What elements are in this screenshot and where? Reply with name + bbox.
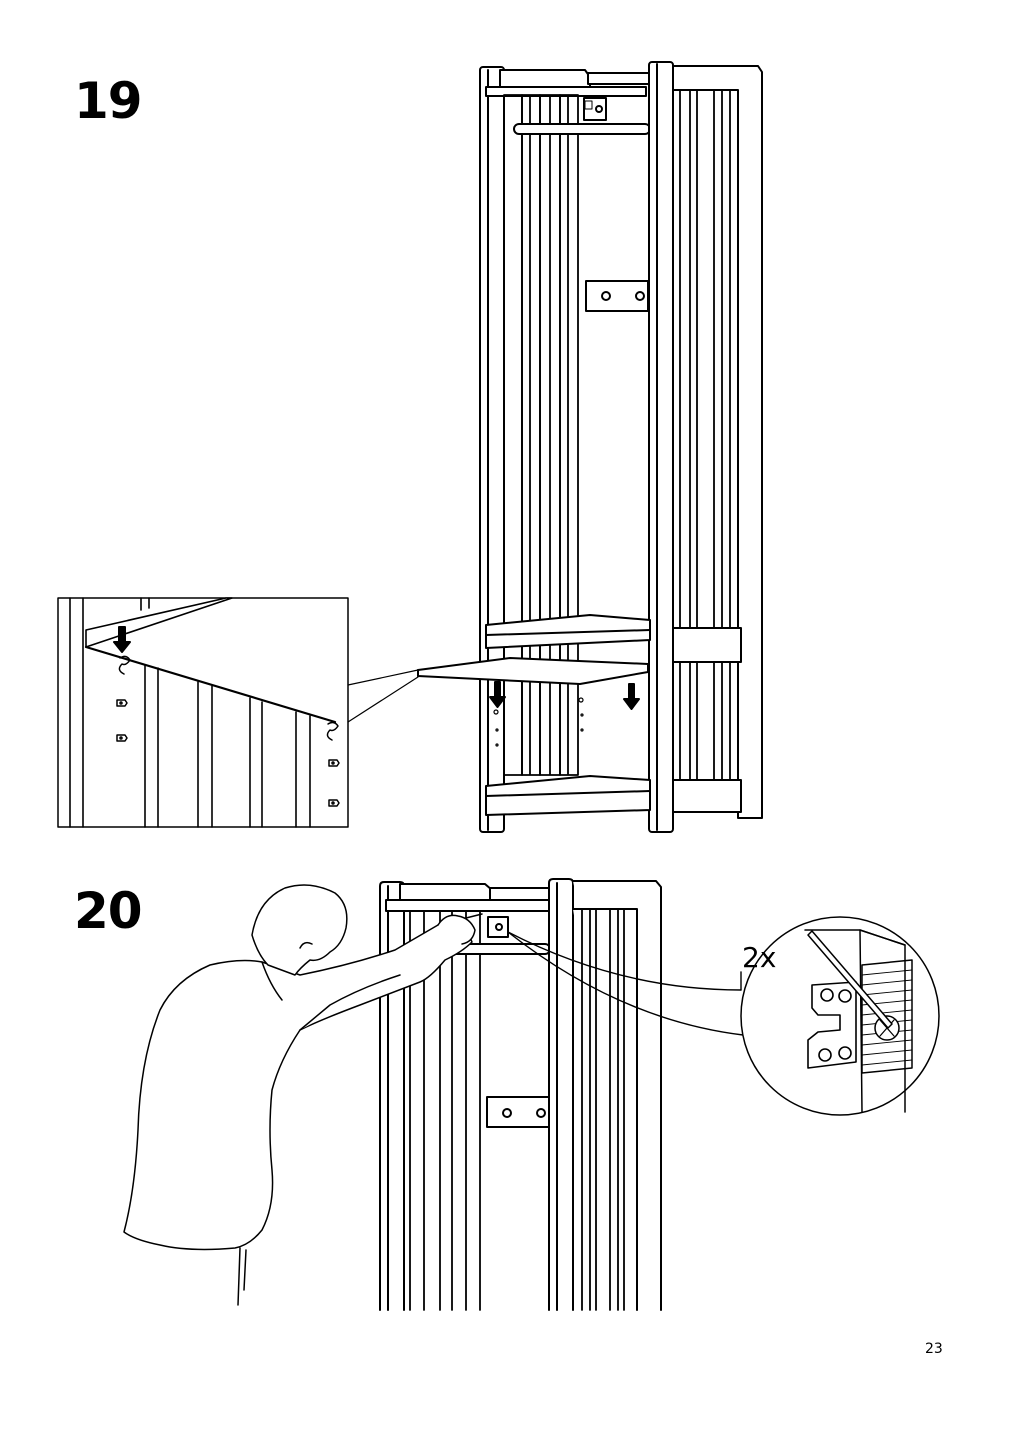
page-number: 23 — [925, 1341, 943, 1357]
screwdriver-icon — [807, 930, 893, 1029]
detail-callout-step20 — [507, 916, 940, 1116]
shelf-panel — [417, 657, 649, 685]
step-number-20: 20 — [74, 882, 143, 940]
step-number-19: 19 — [74, 72, 143, 130]
person-illustration — [123, 884, 483, 1306]
wardrobe-frame-step19 — [417, 61, 763, 833]
quantity-label: 2x — [742, 941, 777, 974]
shelf-pin-icon — [493, 697, 584, 747]
down-arrow-icon — [113, 626, 131, 653]
detail-inset-step19 — [57, 597, 419, 828]
shelf-pin-icon — [116, 655, 340, 807]
wall-bracket-icon — [807, 981, 857, 1069]
down-arrow-icon — [489, 681, 640, 710]
